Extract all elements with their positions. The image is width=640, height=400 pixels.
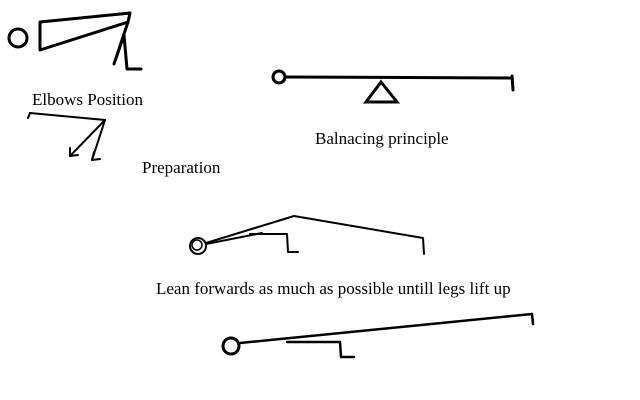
body-line [238, 312, 534, 345]
head [271, 69, 287, 85]
hand-left [69, 147, 79, 157]
head [221, 336, 241, 356]
seesaw-beam [283, 75, 514, 80]
balancing-principle-figure [271, 69, 515, 104]
label-lean-forwards: Lean forwards as much as possible untill… [156, 279, 511, 298]
head-inner [191, 239, 203, 251]
label-balancing-principle: Balnacing principle [315, 129, 449, 148]
body-upper [205, 215, 425, 255]
head [189, 237, 207, 255]
body-line [29, 112, 106, 157]
foot-mark [27, 112, 31, 119]
preparation-figure [27, 112, 106, 161]
arm [285, 340, 356, 359]
head [7, 27, 29, 49]
seesaw-end [510, 74, 515, 92]
full-planche-figure [221, 312, 535, 359]
label-elbows-position: Elbows Position [32, 90, 143, 109]
lean-forwards-figure [189, 215, 425, 255]
fulcrum-triangle [363, 79, 401, 104]
hand-right [91, 151, 101, 161]
arm-front [112, 20, 143, 71]
elbows-position-figure [7, 11, 143, 71]
body-outline [38, 11, 132, 52]
arm [249, 233, 299, 253]
label-preparation: Preparation [142, 158, 221, 177]
foot [530, 312, 535, 326]
